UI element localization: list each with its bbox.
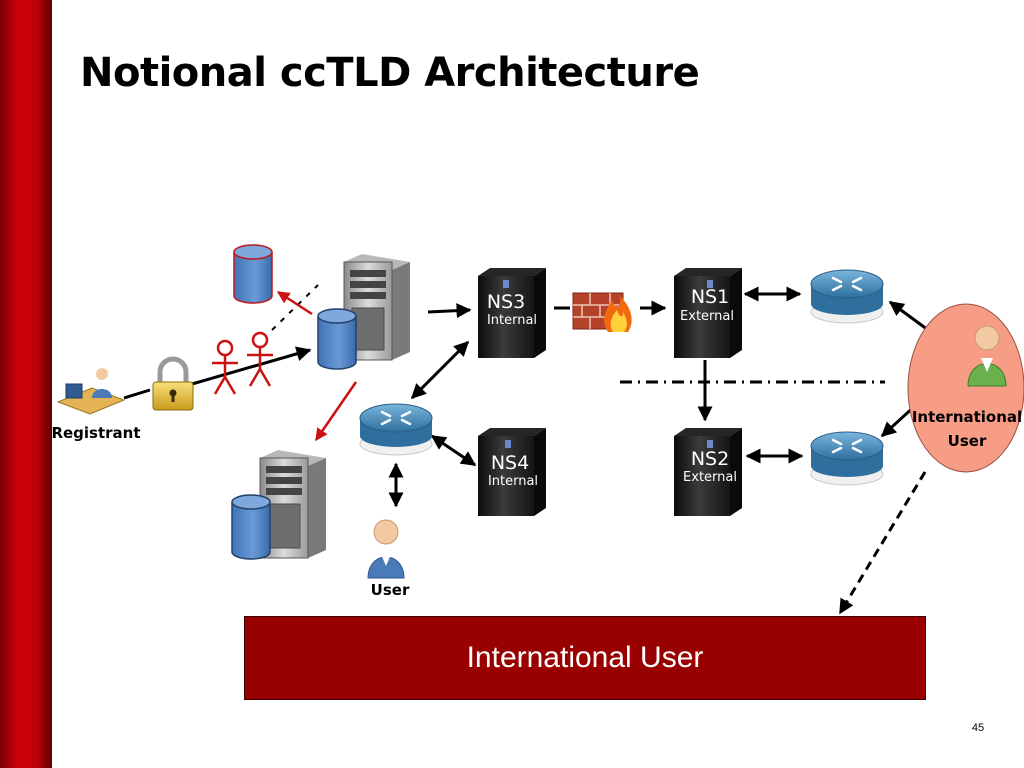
attacker-stick-figure-icon bbox=[212, 339, 238, 395]
international-user-banner: International User bbox=[244, 616, 926, 700]
user-icon bbox=[367, 519, 405, 579]
sidebar-accent bbox=[0, 0, 52, 768]
router-to-ns4-arrow bbox=[430, 434, 477, 467]
ns2-role: External bbox=[683, 470, 737, 485]
ns3-server: NS3 Internal bbox=[478, 268, 546, 358]
database-icon bbox=[233, 244, 273, 304]
firewall-icon bbox=[572, 292, 632, 332]
ns4-role: Internal bbox=[488, 474, 538, 489]
router-icon bbox=[810, 431, 884, 486]
international-user-label-line2: User bbox=[948, 432, 987, 450]
registrant-label: Registrant bbox=[51, 424, 140, 442]
international-user-icon bbox=[967, 325, 1007, 387]
router-to-ns3-arrow bbox=[410, 340, 470, 400]
user-label: User bbox=[371, 581, 410, 599]
international-user-label-line1: International bbox=[912, 408, 1022, 426]
threat-arrow-to-backup bbox=[314, 381, 358, 442]
server-to-ns3-arrow bbox=[427, 303, 472, 319]
ns1-role: External bbox=[680, 309, 734, 324]
threat-arrows bbox=[276, 290, 358, 442]
ns1-server: NS1 External bbox=[674, 268, 742, 358]
attacker-stick-figure-icon bbox=[247, 331, 273, 387]
database-icon bbox=[317, 308, 357, 370]
ns2-server: NS2 External bbox=[674, 428, 742, 516]
database-icon bbox=[231, 494, 271, 560]
page-number: 45 bbox=[971, 722, 985, 734]
banner-text: International User bbox=[466, 641, 704, 674]
threat-arrow-to-database bbox=[276, 290, 313, 316]
slide-title: Notional ccTLD Architecture bbox=[80, 50, 700, 96]
router-icon bbox=[359, 403, 433, 456]
lock-to-server-arrow bbox=[191, 346, 312, 386]
ns4-server: NS4 Internal bbox=[478, 428, 546, 516]
intl-user-to-banner-dashed-arrow bbox=[838, 471, 927, 615]
padlock-icon bbox=[152, 356, 194, 411]
ns3-role: Internal bbox=[487, 313, 537, 328]
ns4-name: NS4 bbox=[491, 452, 529, 474]
registrant-icon bbox=[56, 368, 126, 415]
router-icon bbox=[810, 269, 884, 324]
registrant-link bbox=[123, 388, 151, 400]
connectors bbox=[123, 284, 960, 615]
ns3-name: NS3 bbox=[487, 291, 525, 313]
ns1-name: NS1 bbox=[691, 286, 729, 308]
ns2-name: NS2 bbox=[691, 448, 729, 470]
